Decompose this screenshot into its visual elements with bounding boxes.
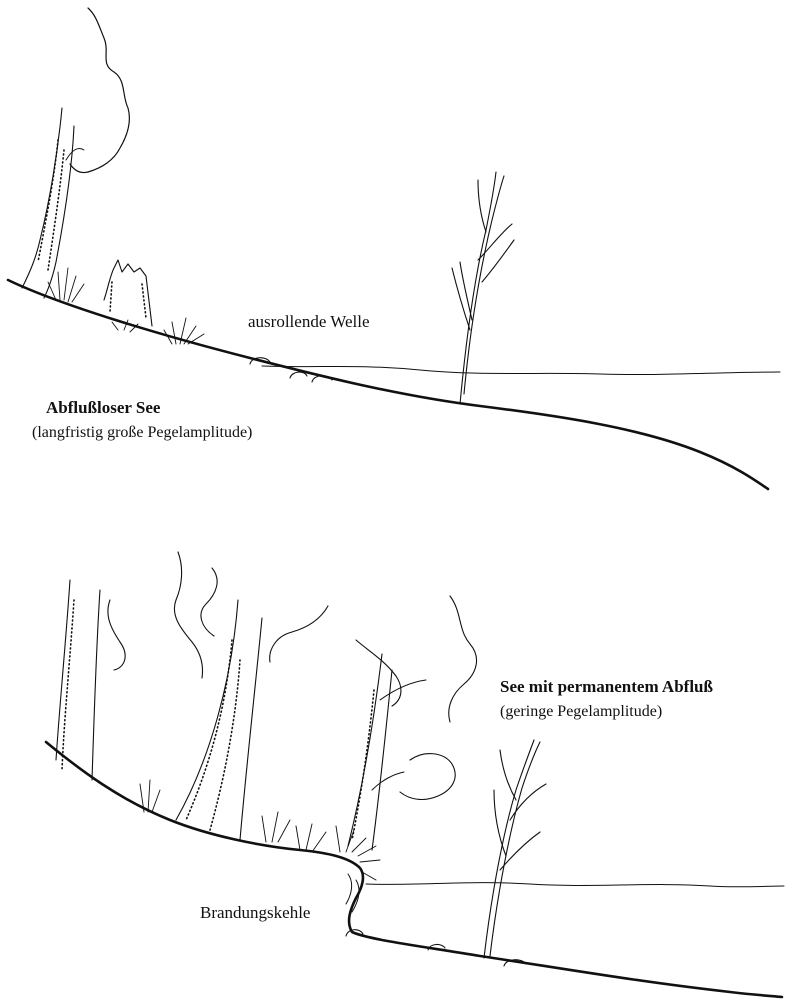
lake-with-outflow-title: See mit permanentem Abfluß bbox=[500, 677, 713, 697]
lake-without-outflow-subtitle: (langfristig große Pegelamplitude) bbox=[32, 424, 252, 442]
wave-cut-notch-label: Brandungskehle bbox=[200, 903, 310, 923]
wave-label: ausrollende Welle bbox=[248, 312, 370, 332]
lake-with-outflow-subtitle: (geringe Pegelamplitude) bbox=[500, 703, 662, 721]
reed-plant-bottom bbox=[484, 740, 546, 958]
lake-without-outflow-title: Abflußloser See bbox=[46, 398, 160, 418]
tree-crowns-bottom bbox=[108, 552, 477, 799]
shore-ground-line-bottom bbox=[46, 742, 782, 997]
tree-trunks-bottom bbox=[56, 580, 426, 850]
water-surface-bottom bbox=[366, 883, 784, 887]
notch-detail bbox=[346, 872, 376, 912]
